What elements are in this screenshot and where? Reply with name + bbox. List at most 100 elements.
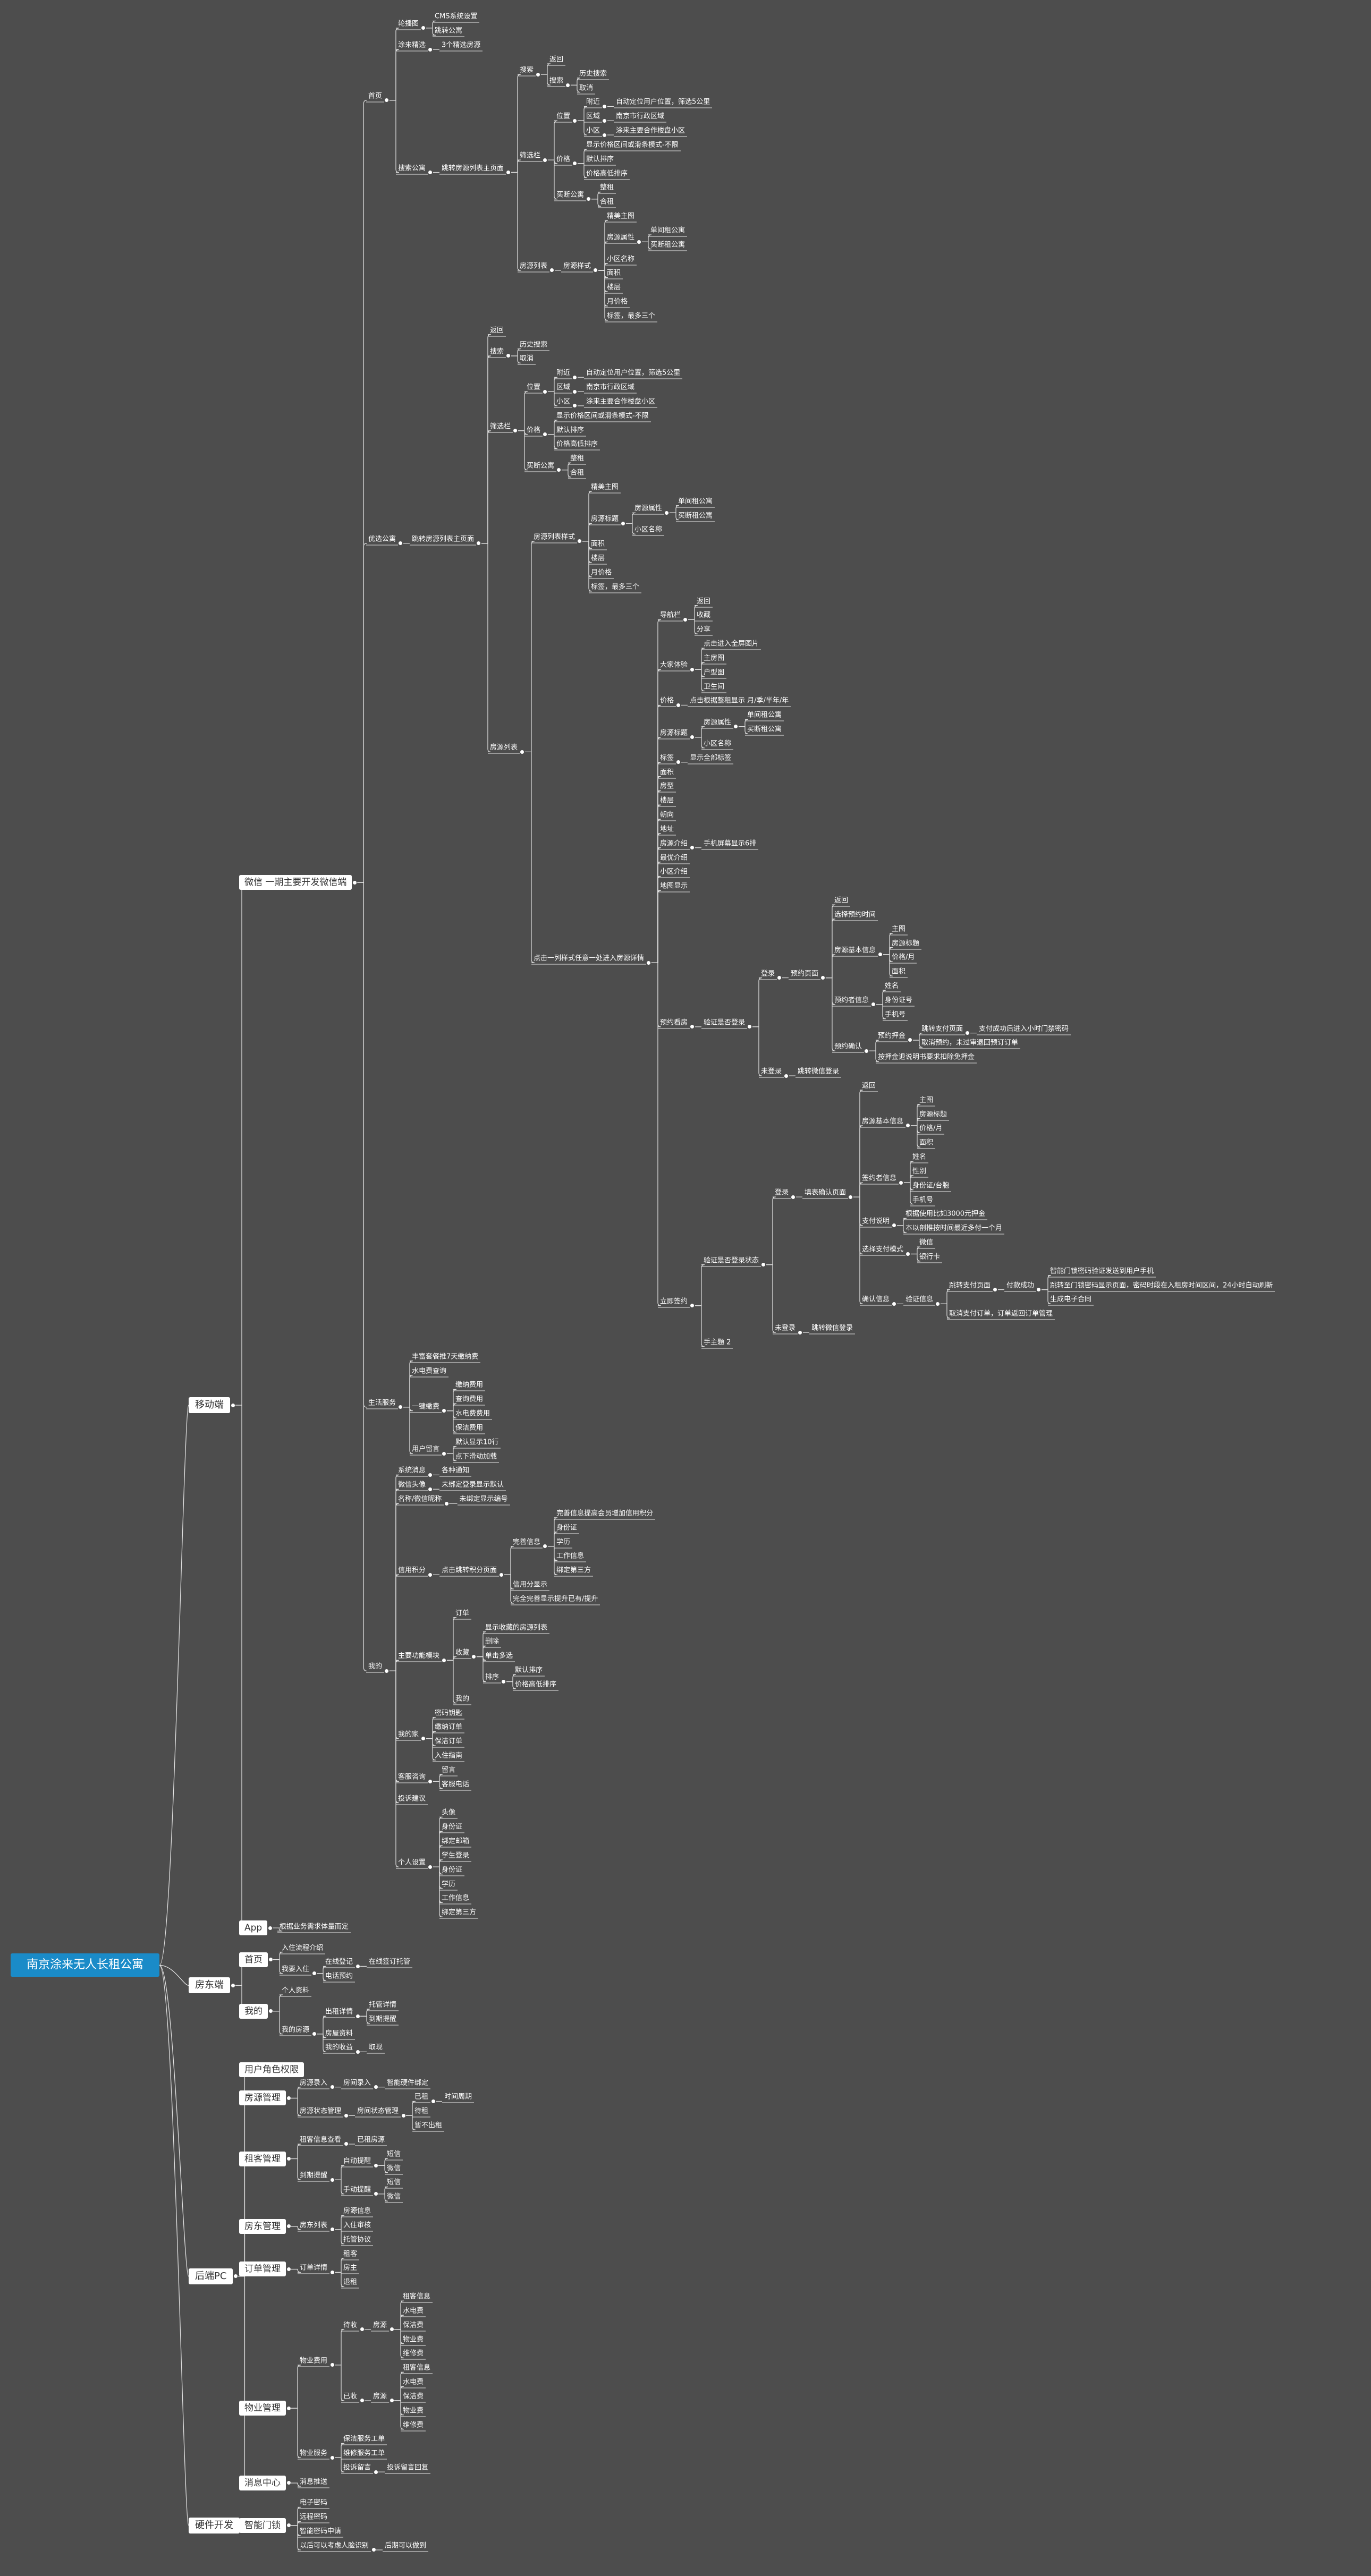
topic-node[interactable]: 我的 xyxy=(239,2003,268,2019)
topic-node[interactable]: 主图 xyxy=(889,925,908,936)
topic-node[interactable]: 买断公寓 xyxy=(524,462,556,472)
topic-node[interactable]: 房源列表 xyxy=(487,744,520,754)
topic-node[interactable]: 单间租公寓 xyxy=(744,711,784,721)
topic-node[interactable]: 微信头像 xyxy=(395,1481,428,1491)
topic-node[interactable]: 头像 xyxy=(439,1809,458,1819)
topic-node[interactable]: 签约者信息 xyxy=(859,1175,899,1185)
topic-node[interactable]: 房源标题 xyxy=(588,515,621,525)
topic-node[interactable]: 客服咨询 xyxy=(395,1773,428,1783)
topic-node[interactable]: 我的 xyxy=(366,1663,384,1673)
topic-node[interactable]: 筛选栏 xyxy=(517,152,543,162)
topic-node[interactable]: 价格高低排序 xyxy=(512,1680,558,1691)
topic-node[interactable]: 返回 xyxy=(832,897,850,907)
topic-node[interactable]: 已租房源 xyxy=(355,2136,387,2146)
topic-node[interactable]: 整租 xyxy=(597,184,616,194)
topic-node[interactable]: 小区名称 xyxy=(701,739,733,750)
topic-node[interactable]: 标签 xyxy=(657,754,676,764)
topic-node[interactable]: 验证是否登录状态 xyxy=(701,1256,761,1267)
topic-node[interactable]: 预约确认 xyxy=(832,1043,864,1053)
topic-node[interactable]: 取现 xyxy=(367,2044,385,2054)
topic-node[interactable]: 消息推送 xyxy=(298,2478,330,2488)
topic-node[interactable]: 维修服务工单 xyxy=(341,2450,387,2460)
topic-node[interactable]: 微信 xyxy=(385,2164,403,2175)
topic-node[interactable]: 各种通知 xyxy=(439,1467,471,1477)
topic-node[interactable]: 水电费查询 xyxy=(409,1367,448,1378)
topic-node[interactable]: 合租 xyxy=(597,198,616,208)
topic-node[interactable]: 投诉留言回复 xyxy=(385,2464,431,2474)
topic-node[interactable]: 填表确认页面 xyxy=(802,1189,848,1199)
topic-node[interactable]: 跳转至门锁密码显示页面，密码时段在入租房时间区间，24小时自动刷新 xyxy=(1047,1281,1275,1292)
topic-node[interactable]: 选择预约时间 xyxy=(832,911,878,921)
topic-node[interactable]: 附近 xyxy=(554,369,572,379)
topic-node[interactable]: 根据使用比如3000元押金 xyxy=(903,1210,988,1220)
topic-node[interactable]: 微信 一期主要开发微信端 xyxy=(239,875,352,890)
topic-node[interactable]: 未登录 xyxy=(772,1324,798,1334)
topic-node[interactable]: 微信 xyxy=(917,1239,935,1249)
topic-node[interactable]: 缴纳费用 xyxy=(453,1381,485,1391)
topic-node[interactable]: 完善信息 xyxy=(510,1538,543,1549)
topic-node[interactable]: 房东列表 xyxy=(298,2221,330,2232)
topic-node[interactable]: 退租 xyxy=(341,2279,360,2289)
topic-node[interactable]: 主房图 xyxy=(701,654,726,665)
topic-node[interactable]: 价格 xyxy=(524,426,543,437)
topic-node[interactable]: 我的房源 xyxy=(280,2026,312,2036)
topic-node[interactable]: 房源信息 xyxy=(341,2207,374,2217)
topic-node[interactable]: 跳转支付页面 xyxy=(919,1025,965,1035)
topic-node[interactable]: 学历 xyxy=(554,1538,572,1549)
topic-node[interactable]: 房源介绍 xyxy=(657,839,690,850)
topic-node[interactable]: 朝向 xyxy=(657,811,676,821)
topic-node[interactable]: 支付成功后进入小时门禁密码 xyxy=(976,1025,1071,1035)
topic-node[interactable]: 地址 xyxy=(657,825,676,836)
topic-node[interactable]: 生活服务 xyxy=(366,1399,398,1409)
topic-node[interactable]: 按押金退说明书要求扣除免押金 xyxy=(875,1053,977,1064)
topic-node[interactable]: 身份证号 xyxy=(882,996,915,1007)
topic-node[interactable]: 排序 xyxy=(483,1673,501,1684)
topic-node[interactable]: 保洁费用 xyxy=(453,1424,485,1434)
topic-node[interactable]: 面积 xyxy=(917,1139,935,1149)
topic-node[interactable]: 房源标题 xyxy=(917,1110,949,1121)
topic-node[interactable]: 入住审核 xyxy=(341,2221,374,2232)
topic-node[interactable]: 确认信息 xyxy=(859,1296,892,1306)
topic-node[interactable]: 银行卡 xyxy=(917,1253,942,1263)
topic-node[interactable]: 房源列表样式 xyxy=(531,533,577,543)
topic-node[interactable]: 在线签订托管 xyxy=(367,1958,413,1968)
topic-node[interactable]: 历史搜索 xyxy=(577,70,609,80)
topic-node[interactable]: 投诉留言 xyxy=(341,2464,374,2474)
topic-node[interactable]: 南京市行政区域 xyxy=(583,384,637,394)
topic-node[interactable]: 已收 xyxy=(341,2392,360,2403)
topic-node[interactable]: 租客信息查看 xyxy=(298,2136,344,2146)
topic-node[interactable]: 涂来精选 xyxy=(395,41,428,52)
topic-node[interactable]: 房源录入 xyxy=(298,2079,330,2089)
topic-node[interactable]: 租客 xyxy=(341,2250,360,2260)
topic-node[interactable]: 入住流程介绍 xyxy=(280,1944,326,1954)
topic-node[interactable]: 历史搜索 xyxy=(517,341,549,351)
topic-node[interactable]: 水电费 xyxy=(401,2378,426,2388)
topic-node[interactable]: 买断公寓 xyxy=(554,191,586,201)
topic-node[interactable]: 轮播图 xyxy=(395,20,421,30)
topic-node[interactable]: 预约者信息 xyxy=(832,996,871,1007)
topic-node[interactable]: 区域 xyxy=(583,113,602,123)
topic-node[interactable]: 身份证 xyxy=(439,1823,464,1833)
topic-node[interactable]: 跳转公寓 xyxy=(432,27,464,37)
topic-node[interactable]: 维修费 xyxy=(401,2350,426,2360)
topic-node[interactable]: 手动提醒 xyxy=(341,2186,374,2196)
topic-node[interactable]: 房源标题 xyxy=(657,729,690,739)
topic-node[interactable]: 手机号 xyxy=(882,1010,908,1021)
topic-node[interactable]: 主要功能模块 xyxy=(395,1652,442,1662)
topic-node[interactable]: App xyxy=(239,1920,268,1936)
topic-node[interactable]: 房源管理 xyxy=(239,2090,286,2106)
topic-node[interactable]: 价格 xyxy=(657,697,676,707)
topic-node[interactable]: 密码钥匙 xyxy=(432,1709,464,1720)
topic-node[interactable]: 自动定位用户位置，筛选5公里 xyxy=(613,98,713,108)
topic-node[interactable]: 手机号 xyxy=(910,1196,935,1206)
topic-node[interactable]: 买断租公寓 xyxy=(744,726,784,736)
topic-node[interactable]: 物业费 xyxy=(401,2407,426,2417)
topic-node[interactable]: 智能门锁 xyxy=(239,2518,286,2533)
topic-node[interactable]: 保洁服务工单 xyxy=(341,2435,387,2445)
topic-node[interactable]: 小区名称 xyxy=(604,255,637,266)
topic-node[interactable]: 在线登记 xyxy=(323,1958,356,1968)
topic-node[interactable]: 信用积分 xyxy=(395,1567,428,1577)
topic-node[interactable]: 房主 xyxy=(341,2264,360,2274)
topic-node[interactable]: 单间租公寓 xyxy=(675,497,715,508)
topic-node[interactable]: 身份证 xyxy=(439,1866,464,1876)
